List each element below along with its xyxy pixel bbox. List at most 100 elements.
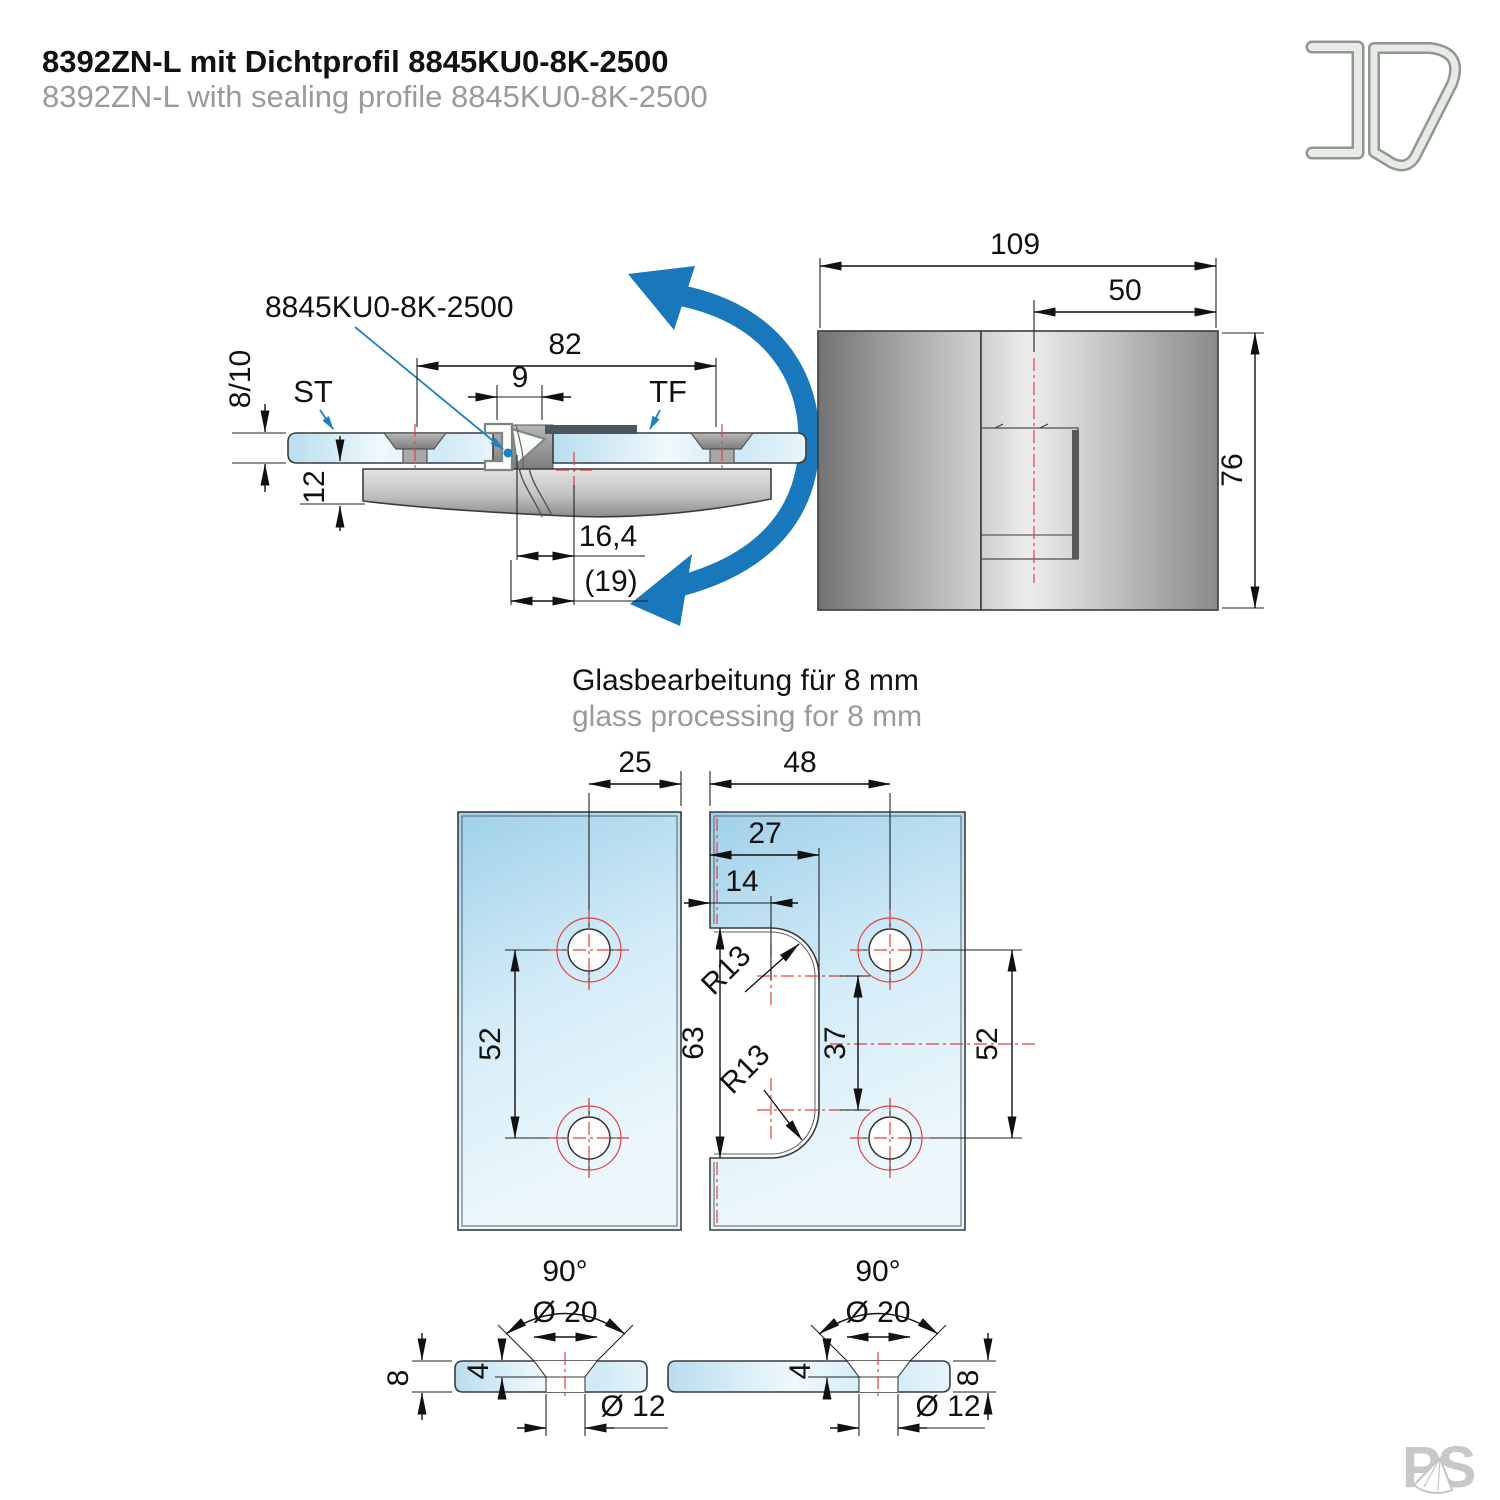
svg-text:109: 109 (990, 228, 1040, 261)
countersink-hole-right (846, 1352, 911, 1400)
front-right-leaf (980, 330, 1219, 611)
svg-text:8: 8 (382, 1370, 415, 1387)
svg-text:Ø 20: Ø 20 (845, 1296, 910, 1329)
dim-52-right: 52 (971, 949, 1017, 1139)
dim-d12-right: Ø 12 (830, 1390, 985, 1436)
front-hinge-block (980, 423, 1079, 560)
hole-right-top (850, 793, 1022, 990)
page-title-de: 8392ZN-L mit Dichtprofil 8845KU0-8K-2500 (42, 44, 669, 79)
svg-text:48: 48 (783, 746, 816, 779)
dim-thickness-left: 8 (382, 1333, 452, 1420)
dim-27: 27 (709, 817, 820, 980)
countersink-section-left: 90° Ø 20 4 8 Ø 12 (382, 1255, 668, 1436)
svg-text:12: 12 (298, 470, 331, 503)
label-door-glass: TF (649, 374, 687, 409)
rotation-arrow-icon (628, 266, 820, 626)
svg-text:63: 63 (677, 1026, 710, 1059)
front-view: 109 50 76 (817, 228, 1264, 611)
svg-text:37: 37 (819, 1026, 852, 1059)
dim-48: 48 (709, 746, 891, 806)
svg-text:76: 76 (1216, 453, 1249, 486)
dim-depth-left: 4 (462, 1338, 548, 1400)
svg-text:Ø 20: Ø 20 (532, 1296, 597, 1329)
dim-angle-right: 90° (810, 1255, 947, 1362)
countersink-hole-left (533, 1352, 598, 1400)
svg-text:90°: 90° (542, 1255, 587, 1288)
dim-9: 9 (468, 361, 571, 420)
svg-text:16,4: 16,4 (579, 520, 637, 553)
dim-52-left: 52 (474, 949, 520, 1139)
logo-fan-ribs (1423, 1457, 1441, 1491)
dim-109: 109 (819, 228, 1217, 328)
dim-d20-left: Ø 20 (532, 1296, 598, 1342)
dim-82: 82 (416, 328, 717, 427)
hole-left-bottom (505, 1098, 629, 1178)
seal-callout-label: 8845KU0-8K-2500 (265, 291, 514, 324)
dim-d20-right: Ø 20 (845, 1296, 911, 1342)
screw-left (382, 424, 448, 472)
svg-text:Ø 12: Ø 12 (915, 1390, 980, 1423)
dim-angle-left: 90° (497, 1255, 634, 1362)
svg-text:52: 52 (971, 1027, 1004, 1060)
hinge-body-side (362, 468, 772, 518)
radius-label-bottom: R13 (714, 1038, 803, 1141)
dim-76: 76 (1216, 332, 1264, 609)
st-leader (319, 409, 334, 430)
hole-left-top (505, 793, 629, 990)
front-left-leaf (817, 330, 982, 611)
dim-19: (19) (510, 560, 648, 606)
callout-dot (503, 448, 513, 458)
section-title-de: Glasbearbeitung für 8 mm (572, 664, 919, 697)
radius-label-top: R13 (695, 939, 800, 1001)
dim-d12-left: Ø 12 (517, 1390, 668, 1436)
svg-text:4: 4 (784, 1363, 817, 1380)
svg-text:R13: R13 (695, 939, 757, 1001)
countersink-section-right: 90° Ø 20 4 8 Ø 12 (667, 1255, 996, 1436)
svg-text:8/10: 8/10 (224, 350, 257, 408)
svg-text:4: 4 (462, 1363, 495, 1380)
svg-text:27: 27 (748, 817, 781, 850)
svg-text:8: 8 (952, 1370, 985, 1387)
svg-text:52: 52 (474, 1027, 507, 1060)
hole-right-bottom (850, 1098, 1022, 1178)
dim-37: 37 (819, 975, 870, 1111)
svg-text:9: 9 (512, 361, 529, 394)
pivot-centerline (556, 452, 592, 488)
svg-text:14: 14 (725, 865, 758, 898)
brand-logo: PS (1402, 1435, 1478, 1500)
svg-text:R13: R13 (714, 1038, 776, 1100)
glass-right-inner-edge (713, 815, 962, 1227)
dim-16-4: 16,4 (516, 455, 645, 605)
side-view: 8845KU0-8K-2500 ST TF 82 9 8/10 (224, 266, 820, 626)
hinge-top-plate (545, 425, 637, 434)
svg-text:90°: 90° (855, 1255, 900, 1288)
seal-profile (483, 422, 548, 472)
section-title: Glasbearbeitung für 8 mm glass processin… (572, 664, 922, 733)
logo-fan-icon (1412, 1456, 1454, 1494)
glass-left-panel (457, 811, 682, 1231)
svg-text:25: 25 (618, 746, 651, 779)
tf-leader (649, 409, 661, 430)
title-block: 8392ZN-L mit Dichtprofil 8845KU0-8K-2500… (42, 44, 708, 114)
dim-63: 63 (677, 927, 725, 1159)
svg-text:50: 50 (1108, 274, 1141, 307)
svg-text:82: 82 (548, 328, 581, 361)
sealing-profile-icon (1305, 40, 1462, 172)
dim-8-10: 8/10 (224, 350, 286, 492)
dim-depth-right: 4 (784, 1338, 861, 1400)
glass-panel-right: 48 27 14 63 37 52 (677, 746, 1035, 1231)
dim-25: 25 (588, 746, 682, 806)
dim-14: 14 (684, 865, 798, 980)
svg-text:Ø 12: Ø 12 (600, 1390, 665, 1423)
callout-leader (354, 326, 504, 450)
page-title-en: 8392ZN-L with sealing profile 8845KU0-8K… (42, 79, 708, 114)
label-fixed-glass: ST (293, 374, 333, 409)
screw-right (689, 424, 755, 472)
glass-left-inner-edge (461, 815, 678, 1227)
svg-text:(19): (19) (584, 565, 637, 598)
dim-thickness-right: 8 (952, 1333, 996, 1420)
dim-12: 12 (298, 436, 365, 531)
knuckle-seam-lines (518, 467, 553, 518)
